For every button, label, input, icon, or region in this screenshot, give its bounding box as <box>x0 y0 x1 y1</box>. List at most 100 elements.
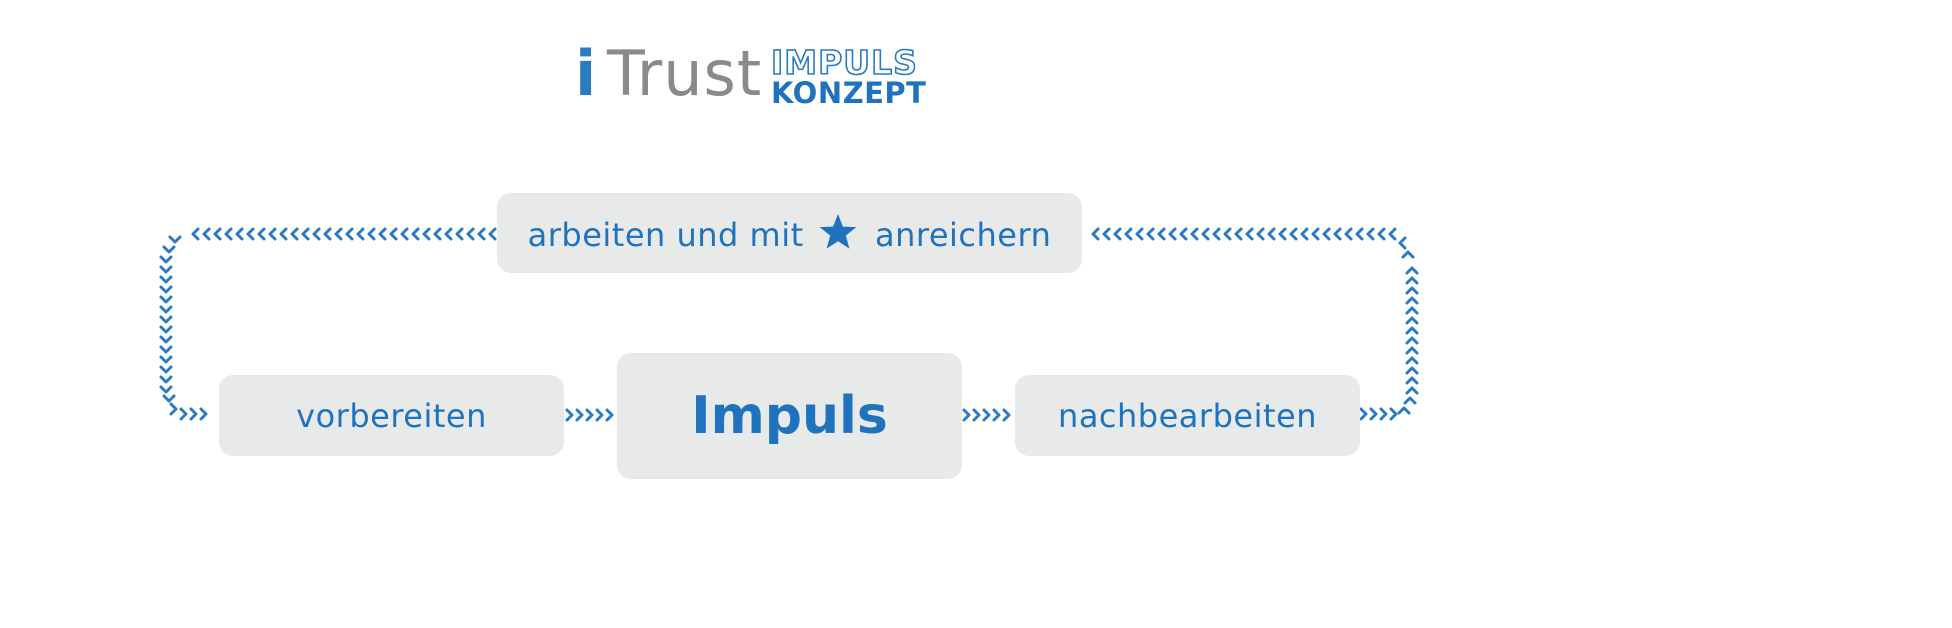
chevron-arrow-icon <box>1124 227 1133 241</box>
chevron-arrow-icon <box>585 408 594 422</box>
chevron-arrow-icon <box>159 375 173 384</box>
chevron-arrow-icon <box>1223 227 1232 241</box>
star-icon <box>820 214 857 249</box>
chevron-arrow-icon <box>1388 227 1397 241</box>
chevron-arrow-icon <box>1405 346 1419 355</box>
chevron-arrow-icon <box>1366 227 1375 241</box>
chevron-arrow-icon <box>962 408 971 422</box>
chevron-arrow-icon <box>345 227 354 241</box>
chevron-arrow-icon <box>1135 227 1144 241</box>
chevron-arrow-icon <box>1379 407 1388 421</box>
chevron-arrow-icon <box>1405 356 1419 365</box>
chevron-arrow-icon <box>575 408 584 422</box>
chevron-arrow-icon <box>1405 276 1419 285</box>
logo-konzept: KONZEPT <box>771 76 927 110</box>
chevron-arrow-icon <box>323 227 332 241</box>
chevron-arrow-icon <box>1102 227 1111 241</box>
chevron-arrow-icon <box>1278 227 1287 241</box>
step-postprocess: nachbearbeiten <box>1015 375 1360 456</box>
diagram: i Trust IMPULS KONZEPT arbeiten und mit … <box>159 37 1419 479</box>
chevron-arrow-icon <box>257 227 266 241</box>
chevron-arrow-icon <box>1405 296 1419 305</box>
chevron-arrow-icon <box>1369 407 1378 421</box>
chevron-arrow-icon <box>1113 227 1122 241</box>
chevron-arrow-icon <box>378 227 387 241</box>
chevron-arrow-icon <box>1157 227 1166 241</box>
chevron-arrow-icon <box>235 227 244 241</box>
chevron-arrow-icon <box>159 335 173 344</box>
chevron-arrow-icon <box>1146 227 1155 241</box>
step-postprocess-label: nachbearbeiten <box>1058 396 1317 435</box>
chevron-arrow-icon <box>1405 316 1419 325</box>
chevron-arrow-icon <box>159 255 173 264</box>
chevron-arrow-icon <box>246 227 255 241</box>
step-impuls-label: Impuls <box>691 386 888 446</box>
chevron-arrow-icon <box>169 402 178 416</box>
chevron-arrow-icon <box>213 227 222 241</box>
chevron-arrow-icon <box>224 227 233 241</box>
chevron-arrow-icon <box>444 227 453 241</box>
step-prepare: vorbereiten <box>219 375 564 456</box>
chevron-arrow-icon <box>162 245 176 254</box>
chevron-arrow-icon <box>1405 306 1419 315</box>
chevron-arrow-icon <box>605 408 614 422</box>
chevron-arrow-icon <box>1333 227 1342 241</box>
chevron-arrow-icon <box>159 275 173 284</box>
chevron-arrow-icon <box>279 227 288 241</box>
logo-trust: Trust <box>607 37 763 110</box>
chevron-arrow-icon <box>159 295 173 304</box>
chevron-arrow-icon <box>992 408 1001 422</box>
chevron-arrow-icon <box>411 227 420 241</box>
chevron-arrow-icon <box>565 408 574 422</box>
chevron-arrow-icon <box>159 285 173 294</box>
step-enrich-label-after: anreichern <box>874 216 1052 254</box>
chevron-arrow-icon <box>290 227 299 241</box>
chevron-arrow-icon <box>159 315 173 324</box>
chevron-arrow-icon <box>1179 227 1188 241</box>
chevron-arrow-icon <box>301 227 310 241</box>
chevron-arrow-icon <box>189 407 198 421</box>
chevron-arrow-icon <box>1168 227 1177 241</box>
chevron-arrow-icon <box>191 227 200 241</box>
chevron-arrow-icon <box>595 408 604 422</box>
chevron-arrow-icon <box>1300 227 1309 241</box>
chevron-arrow-icon <box>488 227 497 241</box>
chevron-arrow-icon <box>400 227 409 241</box>
chevron-arrow-icon <box>1289 227 1298 241</box>
chevron-arrow-icon <box>1377 227 1386 241</box>
logo-impuls: IMPULS <box>770 43 918 82</box>
chevron-arrow-icon <box>1201 227 1210 241</box>
chevron-arrow-icon <box>1403 396 1417 405</box>
chevron-arrow-icon <box>1212 227 1221 241</box>
chevron-arrow-icon <box>168 235 182 244</box>
chevron-arrow-icon <box>1405 326 1419 335</box>
chevron-arrow-icon <box>162 394 176 403</box>
chevron-arrow-icon <box>1401 250 1415 259</box>
chevron-arrow-icon <box>159 345 173 354</box>
chevron-arrow-icon <box>367 227 376 241</box>
chevron-arrow-icon <box>389 227 398 241</box>
chevron-arrow-icon <box>1398 236 1407 250</box>
chevron-arrow-icon <box>1256 227 1265 241</box>
chevron-arrow-icon <box>159 365 173 374</box>
chevron-arrow-icon <box>356 227 365 241</box>
chevron-arrow-icon <box>1245 227 1254 241</box>
chevron-arrow-icon <box>159 325 173 334</box>
chevron-arrow-icon <box>1397 406 1411 415</box>
chevron-arrow-icon <box>179 407 188 421</box>
step-impuls: Impuls <box>617 353 962 479</box>
chevron-arrow-icon <box>1405 386 1419 395</box>
chevron-arrow-icon <box>1405 336 1419 345</box>
chevron-arrow-icon <box>1344 227 1353 241</box>
chevron-arrow-icon <box>972 408 981 422</box>
flow-arrows <box>159 227 1419 422</box>
chevron-arrow-icon <box>1267 227 1276 241</box>
chevron-arrow-icon <box>477 227 486 241</box>
chevron-arrow-icon <box>1091 227 1100 241</box>
chevron-arrow-icon <box>433 227 442 241</box>
chevron-arrow-icon <box>1405 286 1419 295</box>
step-enrich: arbeiten und mit anreichern <box>497 193 1082 273</box>
chevron-arrow-icon <box>159 385 173 394</box>
step-prepare-label: vorbereiten <box>296 396 487 435</box>
chevron-arrow-icon <box>334 227 343 241</box>
